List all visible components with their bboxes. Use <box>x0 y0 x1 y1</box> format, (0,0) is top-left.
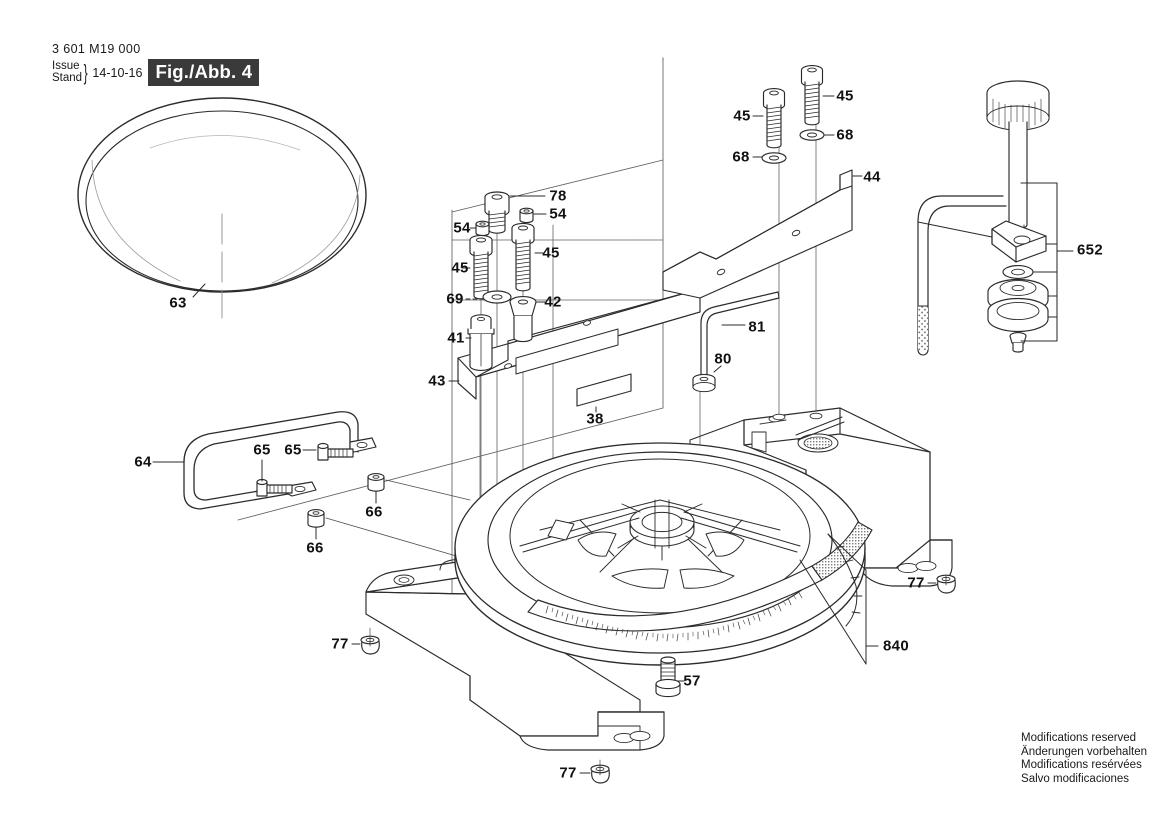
clamp-arm <box>917 195 1007 356</box>
part-65-bolt-b <box>317 442 354 461</box>
notice-fr: Modifications resérvées <box>1021 759 1142 772</box>
part-840-base-assembly <box>365 407 953 751</box>
figure-badge: Fig./Abb. 4 <box>148 59 260 86</box>
callout-77-a: 77 <box>331 635 349 653</box>
part-68-washer-a <box>761 152 787 164</box>
knurled-knob <box>986 80 1050 131</box>
callout-45-c: 45 <box>733 107 751 125</box>
part-78-socket-screw <box>484 191 510 234</box>
callout-57: 57 <box>683 672 701 690</box>
group-bracket-652 <box>1020 182 1074 342</box>
callout-54-b: 54 <box>549 205 567 223</box>
callout-45-b: 45 <box>542 244 560 262</box>
part-57-bolt <box>655 656 681 698</box>
callout-65-b: 65 <box>284 441 302 459</box>
callout-41: 41 <box>447 329 465 347</box>
part-44-fence-right <box>662 169 853 299</box>
callout-64: 64 <box>134 453 152 471</box>
part-45-screw-a <box>469 234 493 300</box>
clamp-screw <box>1009 332 1027 353</box>
callout-81: 81 <box>748 318 766 336</box>
stand-label: Stand <box>52 71 83 84</box>
part-41-hex-standoff <box>467 314 495 371</box>
callout-77-b: 77 <box>907 574 925 592</box>
part-54-nut-b <box>519 207 534 224</box>
callout-68-b: 68 <box>836 126 854 144</box>
callout-43: 43 <box>428 372 446 390</box>
notice-en: Modifications reserved <box>1021 732 1137 745</box>
callout-68-a: 68 <box>732 148 750 166</box>
callout-44: 44 <box>863 168 881 186</box>
issue-date: 14-10-16 <box>92 65 143 80</box>
part-80-bushing <box>692 373 716 393</box>
part-77-foot-b <box>936 574 956 594</box>
part-68-washer-b <box>799 129 825 141</box>
part-65-bolt-a <box>256 478 293 497</box>
callout-65-a: 65 <box>253 441 271 459</box>
part-77-foot-c <box>590 764 610 784</box>
part-38-label-plate <box>576 373 632 407</box>
part-69-washer <box>482 290 512 304</box>
callout-840: 840 <box>883 637 909 655</box>
part-43-fence-left <box>457 288 701 400</box>
pulley-disc <box>987 278 1049 333</box>
threaded-rod <box>1008 121 1028 237</box>
notice-de: Änderungen vorbehalten <box>1021 745 1147 758</box>
part-45-screw-b <box>511 222 535 292</box>
issue-stand-label: Issue Stand <box>52 60 83 84</box>
part-77-foot-a <box>360 635 380 655</box>
callout-45-d: 45 <box>836 87 854 105</box>
part-652-clamp-assembly <box>917 80 1074 356</box>
callout-38: 38 <box>586 410 604 428</box>
issue-label: Issue <box>52 60 80 72</box>
part-66-nut-a <box>367 473 385 492</box>
callout-78: 78 <box>549 187 567 205</box>
part-66-nut-b <box>307 509 325 528</box>
clamp-washer <box>1002 265 1034 279</box>
callout-42: 42 <box>544 293 562 311</box>
drawing-header: 3 601 M19 000 Issue Stand } 14-10-16 Fig… <box>52 42 260 86</box>
callout-80: 80 <box>714 350 732 368</box>
part-64-carry-handle <box>183 411 377 510</box>
part-45-screw-d <box>800 65 824 126</box>
callout-66-b: 66 <box>306 539 324 557</box>
callout-66-a: 66 <box>365 503 383 521</box>
callout-54-a: 54 <box>453 219 471 237</box>
callout-63: 63 <box>169 294 187 312</box>
part-54-nut-a <box>475 220 490 237</box>
part-63-sealing-ring <box>77 97 367 293</box>
callout-45-a: 45 <box>451 259 469 277</box>
part-42-flange-bolt <box>509 296 537 343</box>
callout-652: 652 <box>1077 241 1103 259</box>
miter-scale <box>527 521 873 642</box>
modifications-notice: Modifications reserved Änderungen vorbeh… <box>1021 732 1147 786</box>
brace-glyph: } <box>83 60 88 85</box>
callout-77-c: 77 <box>559 764 577 782</box>
part-45-screw-c <box>762 88 786 149</box>
part-number: 3 601 M19 000 <box>52 42 141 56</box>
clamp-bracket <box>917 220 1047 263</box>
notice-es: Salvo modificaciones <box>1021 772 1130 785</box>
part-81-allen-key <box>700 291 780 376</box>
callout-69: 69 <box>446 290 464 308</box>
